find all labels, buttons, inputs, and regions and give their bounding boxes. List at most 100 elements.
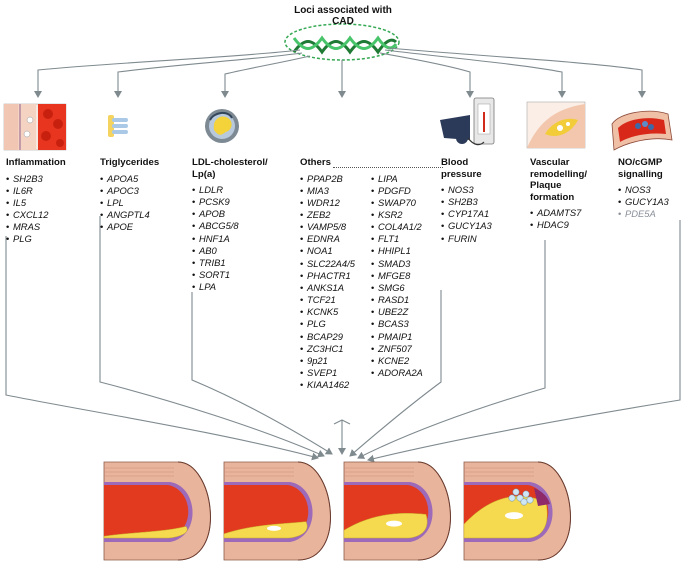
gene-item: FLT1 [371,233,441,245]
category-others: OthersPPAP2BMIA3WDR12ZEB2VAMP5/8EDNRANOA… [300,157,441,391]
gene-item: NOS3 [441,184,492,196]
category-blood-pressure: BloodpressureNOS3SH2B3CYP17A1GUCY1A3FURI… [441,157,492,245]
gene-item: TRIB1 [192,257,268,269]
gene-item: AB0 [192,245,268,257]
gene-item: ZEB2 [300,209,371,221]
gene-item: SH2B3 [441,196,492,208]
gene-item: RASD1 [371,294,441,306]
category-no-cgmp-signalling: NO/cGMPsignallingNOS3GUCY1A3PDE5A [618,157,669,220]
ldl-particle-icon [205,109,239,143]
artery-stage-4 [463,461,571,561]
gene-item: PLG [300,318,371,330]
triglycerides-icon [108,115,128,137]
gene-item: COL4A1/2 [371,221,441,233]
gene-item: NOA1 [300,245,371,257]
gene-item: SLC22A4/5 [300,258,371,270]
gene-item: APOC3 [100,185,159,197]
gene-item: LDLR [192,184,268,196]
gene-item: HHIPL1 [371,245,441,257]
gene-list: NOS3GUCY1A3PDE5A [618,184,669,220]
gene-list: NOS3SH2B3CYP17A1GUCY1A3FURIN [441,184,492,245]
gene-item: KCNE2 [371,355,441,367]
gene-item: MIA3 [300,185,371,197]
gene-item: EDNRA [300,233,371,245]
gene-item: APOB [192,208,268,220]
gene-item: SMG6 [371,282,441,294]
gene-item: KIAA1462 [300,379,371,391]
gene-item: SVEP1 [300,367,371,379]
gene-item: SWAP70 [371,197,441,209]
page-title: Loci associated with CAD [294,5,392,27]
gene-item: FURIN [441,233,492,245]
gene-list: SH2B3IL6RIL5CXCL12MRASPLG [6,173,66,246]
inflammation-icon [3,103,67,151]
gene-item: LIPA [371,173,441,185]
gene-item: CYP17A1 [441,208,492,220]
gene-item: PMAIP1 [371,331,441,343]
artery-stage-1 [103,461,211,561]
gene-item: NOS3 [618,184,669,196]
gene-item: HNF1A [192,233,268,245]
gene-item: SH2B3 [6,173,66,185]
category-heading: LDL-cholesterol/Lp(a) [192,157,268,180]
blood-pressure-monitor-icon [440,97,495,146]
thrombus [508,488,534,506]
gene-item: ADAMTS7 [530,207,587,219]
gene-list: APOA5APOC3LPLANGPTL4APOE [100,173,159,234]
gene-item: UBE2Z [371,306,441,318]
gene-item: ZNF507 [371,343,441,355]
category-ldl-cholesterol-lp-a: LDL-cholesterol/Lp(a) LDLRPCSK9APOBABCG5/… [192,157,268,293]
no-cgmp-vessel-icon [611,110,673,151]
gene-item: ANKS1A [300,282,371,294]
gene-item: PHACTR1 [300,270,371,282]
gene-item: MFGE8 [371,270,441,282]
gene-item: APOE [100,221,159,233]
gene-item: BCAS3 [371,318,441,330]
cad-loci-dna-icon [284,23,400,61]
category-vascular-remodelling-plaque-formation: Vascularremodelling/PlaqueformationADAMT… [530,157,587,231]
gene-item: WDR12 [300,197,371,209]
gene-item: SORT1 [192,269,268,281]
gene-item: KCNK5 [300,306,371,318]
gene-item: IL5 [6,197,66,209]
gene-item: TCF21 [300,294,371,306]
gene-item: APOA5 [100,173,159,185]
gene-item: PDE5A [618,208,669,220]
artery-stage-2 [223,461,331,561]
gene-item: PPAP2B [300,173,371,185]
gene-item: ADORA2A [371,367,441,379]
gene-item: LPL [100,197,159,209]
gene-item: IL6R [6,185,66,197]
gene-item: MRAS [6,221,66,233]
gene-item: ABCG5/8 [192,220,268,232]
gene-item: CXCL12 [6,209,66,221]
gene-item: SMAD3 [371,258,441,270]
category-heading: Inflammation [6,157,66,168]
category-triglycerides: TriglyceridesAPOA5APOC3LPLANGPTL4APOE [100,157,159,233]
gene-item: BCAP29 [300,331,371,343]
gene-list: ADAMTS7HDAC9 [530,207,587,231]
gene-item: KSR2 [371,209,441,221]
gene-item: 9p21 [300,355,371,367]
gene-item: GUCY1A3 [618,196,669,208]
category-heading: Others [300,157,331,168]
artery-progression [103,461,571,561]
gene-list: LIPAPDGFDSWAP70KSR2COL4A1/2FLT1HHIPL1SMA… [371,173,441,392]
artery-stage-3 [343,461,451,561]
gene-item: ANGPTL4 [100,209,159,221]
gene-list: PPAP2BMIA3WDR12ZEB2VAMP5/8EDNRANOA1SLC22… [300,173,371,392]
category-inflammation: InflammationSH2B3IL6RIL5CXCL12MRASPLG [6,157,66,245]
others-divider [333,167,443,168]
gene-item: GUCY1A3 [441,220,492,232]
gene-item: PDGFD [371,185,441,197]
plaque-formation-icon [526,101,586,149]
gene-item: LPA [192,281,268,293]
gene-item: PLG [6,233,66,245]
gene-item: PCSK9 [192,196,268,208]
gene-item: HDAC9 [530,219,587,231]
gene-item: VAMP5/8 [300,221,371,233]
